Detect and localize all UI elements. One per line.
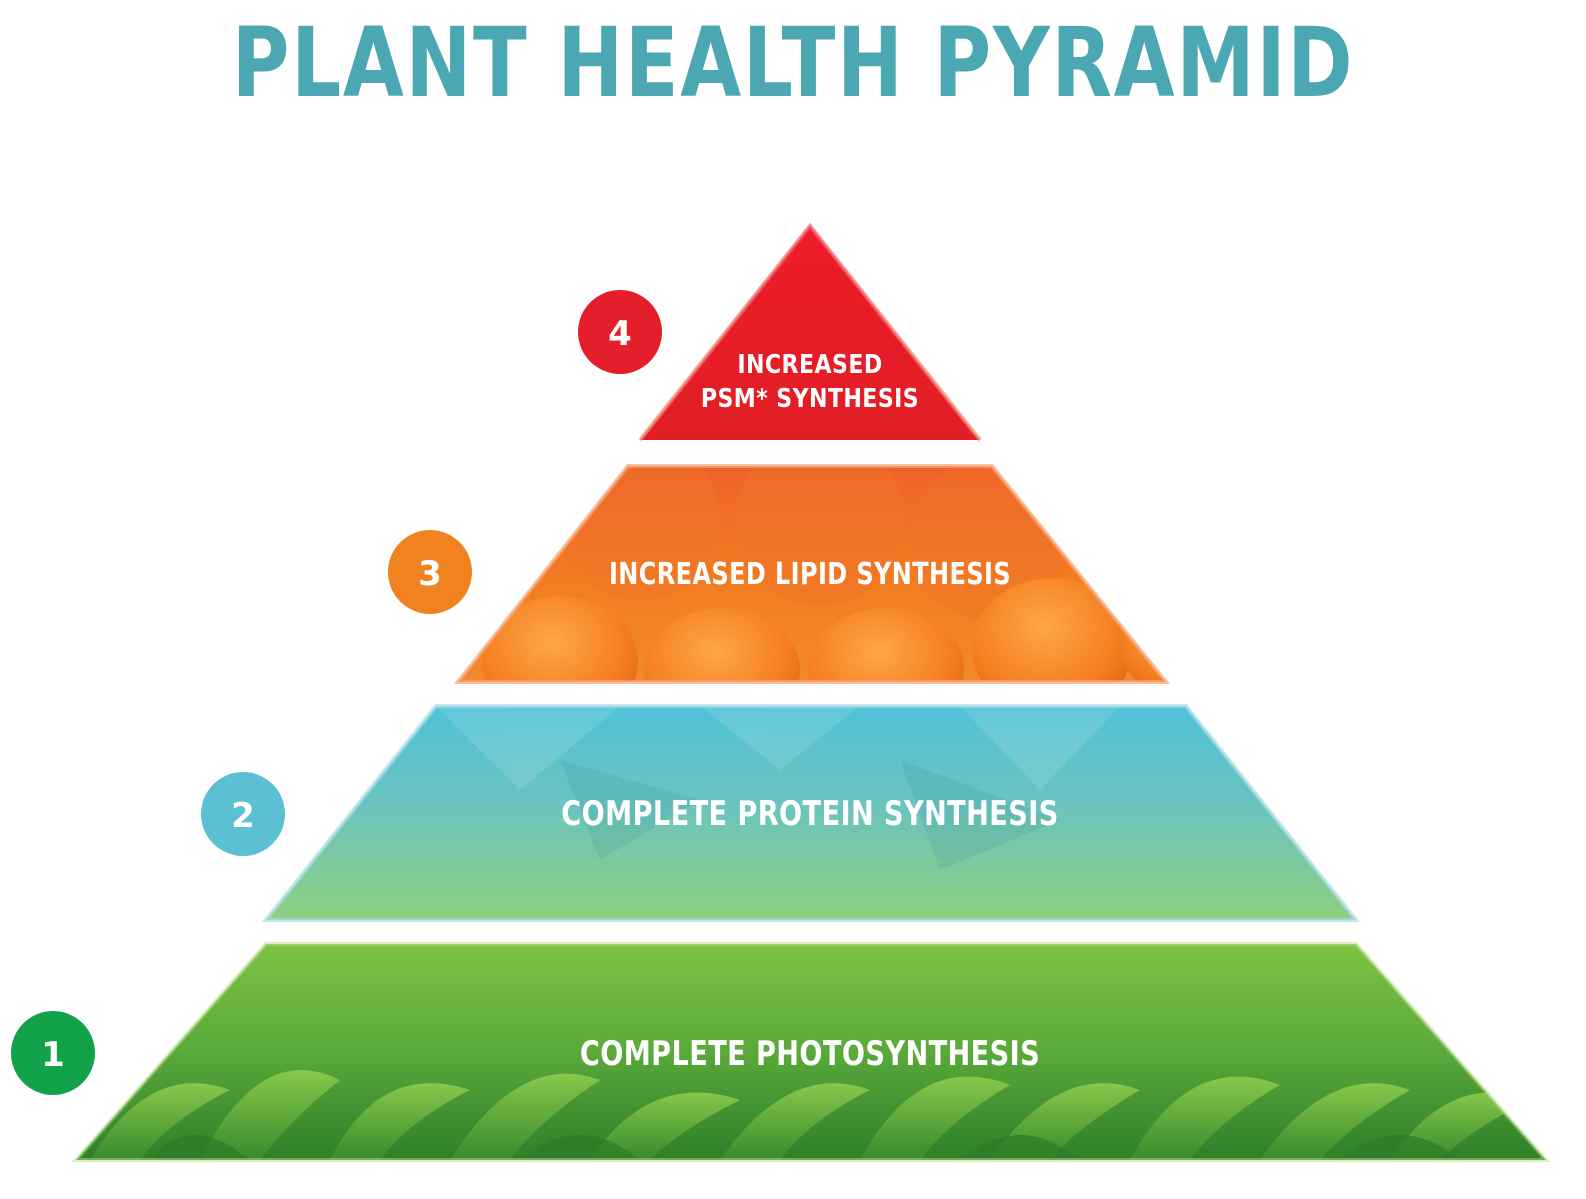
tier-1-segment: COMPLETE PHOTOSYNTHESIS <box>71 942 1551 1162</box>
badge-2-number: 2 <box>231 796 255 836</box>
badge-1-number: 1 <box>41 1035 65 1075</box>
tier-4-shape <box>640 226 980 440</box>
tier-3-label: INCREASED LIPID SYNTHESIS <box>609 557 1011 591</box>
tier-1-label: COMPLETE PHOTOSYNTHESIS <box>580 1034 1040 1074</box>
tier-2-label: COMPLETE PROTEIN SYNTHESIS <box>561 794 1058 834</box>
badge-1: 1 <box>11 1011 95 1095</box>
badge-2: 2 <box>201 772 285 856</box>
tier-4-label-line-1: INCREASED <box>737 349 882 379</box>
page-title: PLANT HEALTH PYRAMID <box>231 7 1355 119</box>
badge-4-number: 4 <box>608 314 632 354</box>
faceted-texture <box>436 706 1120 870</box>
tier-4-label-line-2: PSM* SYNTHESIS <box>701 383 919 413</box>
badge-4: 4 <box>578 290 662 374</box>
badge-3-number: 3 <box>418 554 442 594</box>
tier-2-shape <box>266 706 1356 920</box>
badge-3: 3 <box>388 530 472 614</box>
tier-3-segment: INCREASED LIPID SYNTHESIS <box>453 464 1171 684</box>
tier-4-segment: INCREASED PSM* SYNTHESIS <box>638 222 982 442</box>
leaves-texture <box>90 1070 1530 1160</box>
tier-2-segment: COMPLETE PROTEIN SYNTHESIS <box>261 704 1361 922</box>
